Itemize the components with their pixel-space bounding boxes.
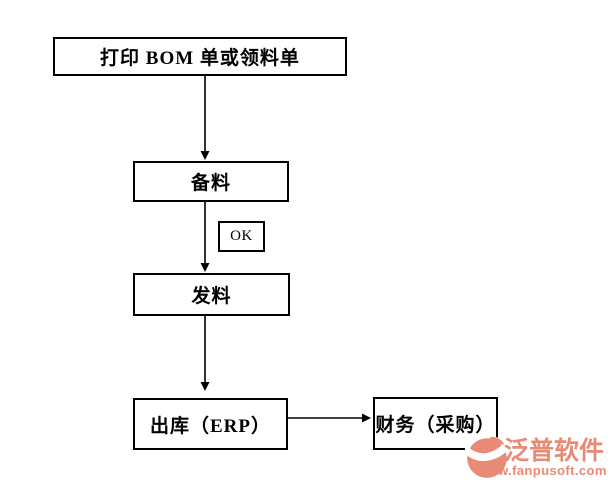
arrow-prepare-to-issue (200, 202, 210, 272)
flow-node-print-bom-label: 打印 BOM 单或领料单 (100, 48, 300, 69)
flow-node-finance-purchase: 财务（采购） (373, 397, 498, 450)
flow-node-ok: OK (218, 221, 265, 252)
flow-node-issue-label: 发料 (191, 286, 232, 307)
vendor-brand-text: 泛普软件 (504, 437, 605, 465)
flow-node-prepare: 备料 (133, 161, 289, 202)
arrow-issue-to-outbound (200, 316, 210, 391)
flow-node-prepare-label: 备料 (190, 173, 231, 194)
flow-node-finance-purchase-label: 财务（采购） (375, 415, 496, 436)
flow-node-ok-label: OK (230, 228, 253, 244)
flow-node-issue: 发料 (133, 273, 290, 316)
flow-node-outbound-erp: 出库（ERP） (133, 398, 288, 450)
flow-node-print-bom: 打印 BOM 单或领料单 (53, 37, 347, 76)
arrow-print-to-prepare (200, 76, 210, 160)
arrow-outbound-to-finance (288, 413, 371, 423)
flow-node-outbound-erp-label: 出库（ERP） (149, 415, 271, 437)
vendor-url-text: www.fanpusoft.com (477, 463, 607, 478)
